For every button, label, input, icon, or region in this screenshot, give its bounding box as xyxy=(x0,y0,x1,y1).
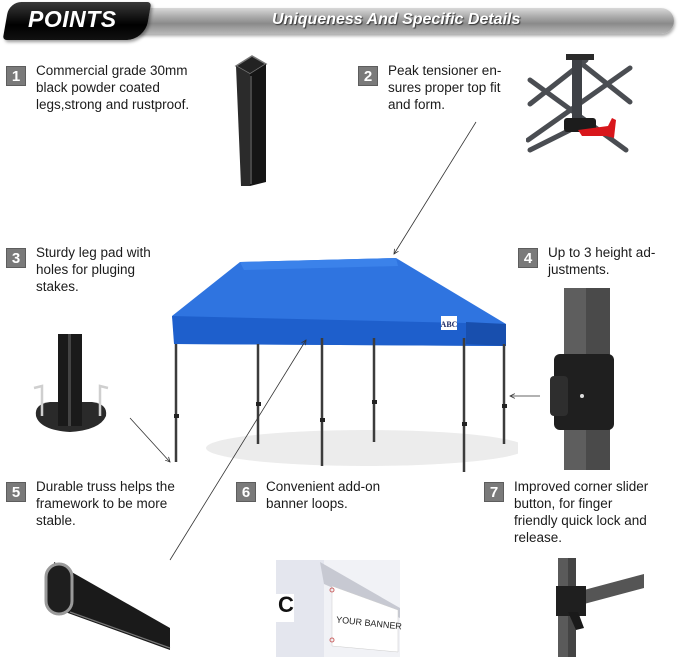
feature-text: Commercial grade 30mm black powder coate… xyxy=(36,63,190,112)
number-badge: 4 xyxy=(518,248,538,268)
height-adjust-image xyxy=(550,288,620,470)
feature-point-7: 7 Improved corner slider button, for fin… xyxy=(484,478,674,546)
logo-fragment: C xyxy=(278,592,294,617)
feature-point-5: 5 Durable truss helps the framework to b… xyxy=(6,478,186,529)
feature-text: Convenient add-on banner loops. xyxy=(266,479,381,511)
feature-point-3: 3 Sturdy leg pad with holes for pluging … xyxy=(6,244,186,295)
corner-slider-image xyxy=(556,558,646,657)
leg-tube-image xyxy=(232,52,272,190)
number-badge: 2 xyxy=(358,66,378,86)
number-badge: 6 xyxy=(236,482,256,502)
number-badge: 5 xyxy=(6,482,26,502)
header-subtitle: Uniqueness And Specific Details xyxy=(272,11,521,28)
feature-text: Peak tensioner en-sures proper top fit a… xyxy=(388,63,502,112)
number-badge: 1 xyxy=(6,66,26,86)
feature-point-2: 2 Peak tensioner en-sures proper top fit… xyxy=(358,62,518,113)
header-title: POINTS xyxy=(28,6,117,32)
feature-point-1: 1 Commercial grade 30mm black powder coa… xyxy=(6,62,226,113)
header-bar xyxy=(96,8,674,34)
feature-point-4: 4 Up to 3 height ad-justments. xyxy=(518,244,676,278)
feature-text: Up to 3 height ad-justments. xyxy=(548,245,656,277)
number-badge: 7 xyxy=(484,482,504,502)
brand-label: ABC xyxy=(441,320,458,329)
feature-text: Sturdy leg pad with holes for pluging st… xyxy=(36,245,151,294)
peak-tensioner-image xyxy=(525,53,634,154)
banner-loops-image: C YOUR BANNER xyxy=(276,560,402,657)
canopy-tent-image: ABC xyxy=(166,248,526,476)
number-badge: 3 xyxy=(6,248,26,268)
feature-text: Improved corner slider button, for finge… xyxy=(514,479,649,545)
feature-text: Durable truss helps the framework to be … xyxy=(36,479,175,528)
feature-point-6: 6 Convenient add-on banner loops. xyxy=(236,478,416,512)
header-banner: POINTS Uniqueness And Specific Details xyxy=(0,2,679,40)
leg-pad-image xyxy=(30,330,112,440)
truss-tube-image xyxy=(40,558,176,650)
